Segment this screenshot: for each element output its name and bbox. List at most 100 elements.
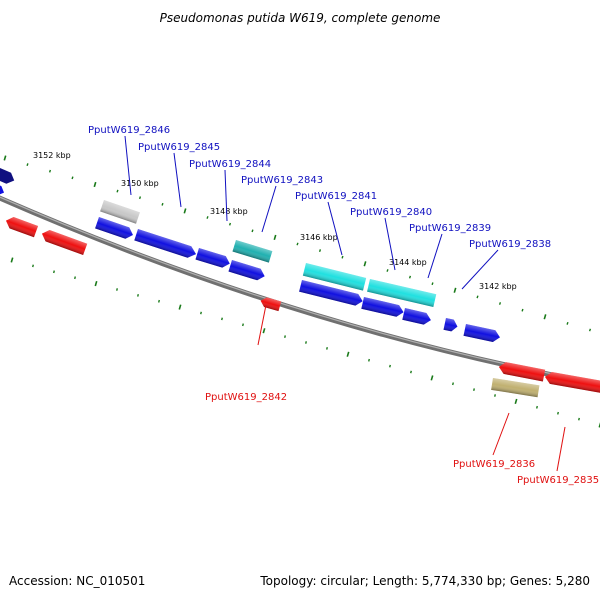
leader-2840 [384, 217, 396, 271]
gene-blue-edge [0, 183, 5, 196]
tick-mark [158, 299, 160, 303]
gene-blue-2843 [228, 260, 265, 281]
scale-label-3148: 3148 kbp [210, 207, 248, 216]
gene-blue-2841 [299, 280, 363, 306]
tick-mark [251, 229, 254, 233]
tick-mark [588, 328, 592, 332]
tick-mark [32, 264, 34, 268]
tick-marks [3, 155, 600, 428]
gene-shape [0, 183, 5, 196]
gene-label-2838: PputW619_2838 [469, 239, 551, 250]
tick-mark [410, 370, 412, 374]
gene-blue-2839 [402, 308, 431, 325]
tick-mark [341, 255, 344, 259]
tick-mark [74, 276, 76, 280]
tick-mark [116, 288, 118, 291]
tick-mark [346, 351, 350, 357]
leader-2838 [461, 249, 499, 290]
leader-2836 [492, 412, 510, 456]
leader-2835 [556, 426, 566, 472]
gene-cyan-2841 [302, 263, 367, 291]
gene-grey-2846 [100, 200, 140, 224]
tick-mark [200, 311, 202, 315]
tick-mark [494, 394, 496, 397]
gene-cyan-2840 [367, 279, 437, 307]
gene-olive-2836 [491, 378, 540, 398]
gene-blue-2846 [95, 217, 133, 239]
tick-mark [408, 275, 412, 279]
leader-2844 [224, 169, 228, 222]
leader-2839 [427, 233, 443, 279]
gene-label-2846: PputW619_2846 [88, 125, 170, 136]
tick-mark [94, 280, 98, 287]
gene-red-2842 [260, 297, 282, 312]
gene-blue-small [443, 318, 458, 332]
tick-mark [318, 249, 322, 253]
tick-mark [363, 261, 367, 267]
tick-mark [326, 347, 328, 350]
tick-mark [473, 388, 475, 391]
tick-mark [178, 304, 182, 310]
tick-mark [93, 181, 97, 188]
tick-mark [284, 335, 286, 338]
tick-mark [476, 295, 479, 299]
leader-2842 [257, 304, 267, 346]
scale-label-3142: 3142 kbp [479, 282, 517, 291]
tick-mark [305, 341, 307, 344]
gene-label-2844: PputW619_2844 [189, 159, 271, 170]
scale-label-3144: 3144 kbp [389, 258, 427, 267]
tick-mark [389, 364, 391, 368]
tick-mark [273, 234, 277, 241]
tick-mark [10, 257, 14, 263]
tick-mark [521, 308, 524, 312]
accession-label: Accession: NC_010501 [9, 574, 145, 588]
tick-mark [368, 358, 370, 362]
leader-2845 [173, 152, 182, 208]
tick-mark [137, 294, 139, 297]
tick-mark [452, 382, 454, 386]
leader-2843 [261, 185, 277, 233]
genome-title: Pseudomonas putida W619, complete genome [160, 11, 441, 25]
tick-mark [53, 270, 55, 274]
tick-mark [566, 321, 569, 325]
tick-mark [71, 176, 74, 180]
tick-mark [430, 375, 434, 381]
gene-navy-edge [0, 160, 15, 184]
tick-mark [386, 269, 389, 272]
tick-mark [557, 411, 559, 415]
scale-label-3152: 3152 kbp [33, 151, 71, 160]
tick-mark [138, 196, 142, 200]
tick-mark [242, 323, 244, 327]
gene-blue-2838 [463, 324, 500, 342]
tick-mark [543, 314, 547, 320]
tick-mark [26, 163, 29, 167]
gene-blue-2840 [361, 297, 404, 317]
tick-mark [431, 282, 434, 286]
label-leader-lines [124, 135, 566, 472]
gene-shape [0, 160, 15, 184]
gene-red-2835 [544, 372, 600, 394]
tick-mark [262, 328, 266, 334]
scale-label-3150: 3150 kbp [121, 179, 159, 188]
genome-summary: Topology: circular; Length: 5,774,330 bp… [259, 574, 590, 588]
gene-label-2835: PputW619_2835 [517, 475, 599, 486]
gene-label-2839: PputW619_2839 [409, 223, 491, 234]
tick-mark [206, 216, 209, 219]
tick-mark [578, 417, 580, 421]
gene-label-2836: PputW619_2836 [453, 459, 535, 470]
leader-2841 [327, 201, 343, 256]
tick-mark [228, 222, 232, 226]
tick-mark [453, 287, 457, 293]
scale-label-3146: 3146 kbp [300, 233, 338, 242]
leader-2846 [124, 135, 132, 196]
tick-mark [183, 208, 187, 214]
gene-label-2843: PputW619_2843 [241, 175, 323, 186]
gene-teal-2843 [232, 240, 273, 263]
gene-red-left1 [5, 217, 39, 238]
gene-label-2840: PputW619_2840 [350, 207, 432, 218]
gene-red-2836 [498, 362, 546, 382]
gene-label-2841: PputW619_2841 [295, 191, 377, 202]
tick-mark [536, 405, 538, 409]
tick-mark [3, 155, 7, 161]
